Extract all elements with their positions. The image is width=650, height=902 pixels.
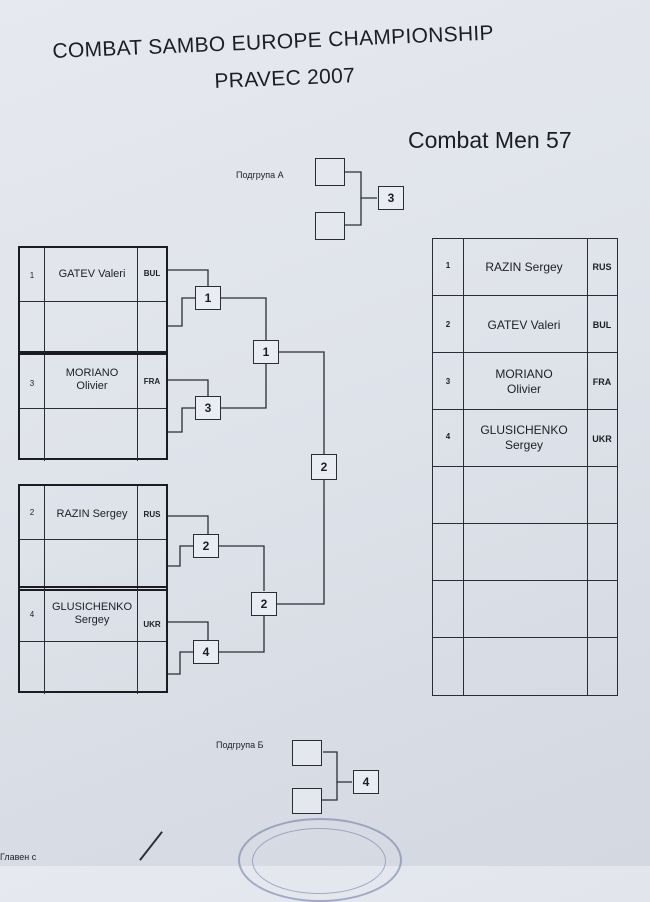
result-place: 4 xyxy=(445,432,451,441)
round1-bout: 3 xyxy=(195,396,221,420)
country-cell xyxy=(137,588,166,641)
athlete-country: BUL xyxy=(143,269,161,278)
subgroup-b-slot-1 xyxy=(292,740,322,766)
result-country: UKR xyxy=(592,434,612,444)
athlete-seed: 1 xyxy=(29,271,35,280)
result-name: GATEV Valeri xyxy=(487,318,561,332)
round1-bout: 2 xyxy=(193,534,219,558)
official-stamp xyxy=(238,818,402,902)
athlete-name: RAZIN Sergey xyxy=(56,508,128,520)
athlete-empty-row xyxy=(20,408,166,461)
result-row: 4 GLUSICHENKO Sergey UKR xyxy=(433,410,617,467)
seed-cell xyxy=(20,355,45,408)
footer-text: Главен с xyxy=(0,852,37,862)
round1-bout: 1 xyxy=(195,286,221,310)
athlete-country: UKR xyxy=(143,620,161,629)
result-row: 3 MORIANO Olivier FRA xyxy=(433,353,617,410)
result-place: 2 xyxy=(445,320,451,329)
seed-cell xyxy=(20,301,45,354)
athlete-block: 4 GLUSICHENKO Sergey UKR xyxy=(18,586,168,694)
athlete-row: 2 RAZIN Sergey RUS xyxy=(20,486,166,540)
athlete-empty-row xyxy=(20,539,166,592)
seed-cell xyxy=(20,588,45,641)
result-place: 3 xyxy=(445,377,451,386)
semifinal-bout: 1 xyxy=(253,340,279,364)
country-cell xyxy=(137,355,166,408)
weight-category: Combat Men 57 xyxy=(408,127,572,153)
country-cell xyxy=(137,641,166,694)
result-name: MORIANO Olivier xyxy=(495,367,553,396)
athlete-country: RUS xyxy=(143,510,161,519)
country-cell xyxy=(137,539,166,592)
result-empty-row xyxy=(433,467,617,524)
seed-cell xyxy=(20,486,45,539)
result-empty-row xyxy=(433,581,617,638)
athlete-name: GATEV Valeri xyxy=(58,268,126,280)
final-bout: 2 xyxy=(311,454,337,480)
athlete-row: 1 GATEV Valeri BUL xyxy=(20,248,166,302)
round1-bout: 4 xyxy=(193,640,219,664)
result-empty-row xyxy=(433,524,617,581)
subgroup-b-slot-2 xyxy=(292,788,322,814)
result-name: RAZIN Sergey xyxy=(485,260,563,274)
athlete-name: MORIANO Olivier xyxy=(65,367,119,392)
results-divider xyxy=(463,239,464,695)
subgroup-b-bout: 4 xyxy=(353,770,379,794)
athlete-block: 1 GATEV Valeri BUL xyxy=(18,246,168,354)
athlete-row: 3 MORIANO Olivier FRA xyxy=(20,355,166,409)
subgroup-a-label: Подгрупа А xyxy=(236,170,284,180)
seed-cell xyxy=(20,408,45,461)
country-cell xyxy=(137,486,166,539)
athlete-empty-row xyxy=(20,641,166,694)
result-country: FRA xyxy=(592,377,612,387)
seed-cell xyxy=(20,248,45,301)
athlete-block: 2 RAZIN Sergey RUS xyxy=(18,484,168,592)
seed-cell xyxy=(20,641,45,694)
athlete-seed: 4 xyxy=(29,610,35,619)
athlete-seed: 3 xyxy=(29,379,35,388)
stamp-inner-ring xyxy=(252,828,386,894)
country-cell xyxy=(137,301,166,354)
subgroup-a-slot-2 xyxy=(315,212,345,240)
semifinal-bout: 2 xyxy=(251,592,277,616)
results-divider xyxy=(587,239,588,695)
athlete-empty-row xyxy=(20,301,166,354)
subgroup-a-slot-1 xyxy=(315,158,345,186)
result-country: RUS xyxy=(592,262,612,272)
result-name: GLUSICHENKO Sergey xyxy=(480,423,568,452)
athlete-row: 4 GLUSICHENKO Sergey UKR xyxy=(20,588,166,642)
seed-cell xyxy=(20,539,45,592)
athlete-country: FRA xyxy=(143,377,161,386)
bracket-sheet: COMBAT SAMBO EUROPE CHAMPIONSHIP PRAVEC … xyxy=(0,22,618,902)
result-row: 1 RAZIN Sergey RUS xyxy=(433,239,617,296)
subgroup-a-bout: 3 xyxy=(378,186,404,210)
country-cell xyxy=(137,248,166,301)
result-row: 2 GATEV Valeri BUL xyxy=(433,296,617,353)
subgroup-b-label: Подгрупа Б xyxy=(216,740,264,750)
bracket-connectors xyxy=(168,171,377,801)
athlete-name: GLUSICHENKO Sergey xyxy=(51,601,133,626)
athlete-seed: 2 xyxy=(29,508,35,517)
athlete-block: 3 MORIANO Olivier FRA xyxy=(18,353,168,461)
country-cell xyxy=(137,408,166,461)
result-country: BUL xyxy=(592,320,612,330)
result-place: 1 xyxy=(445,261,451,270)
results-table: 1 RAZIN Sergey RUS 2 GATEV Valeri BUL 3 … xyxy=(432,238,618,696)
